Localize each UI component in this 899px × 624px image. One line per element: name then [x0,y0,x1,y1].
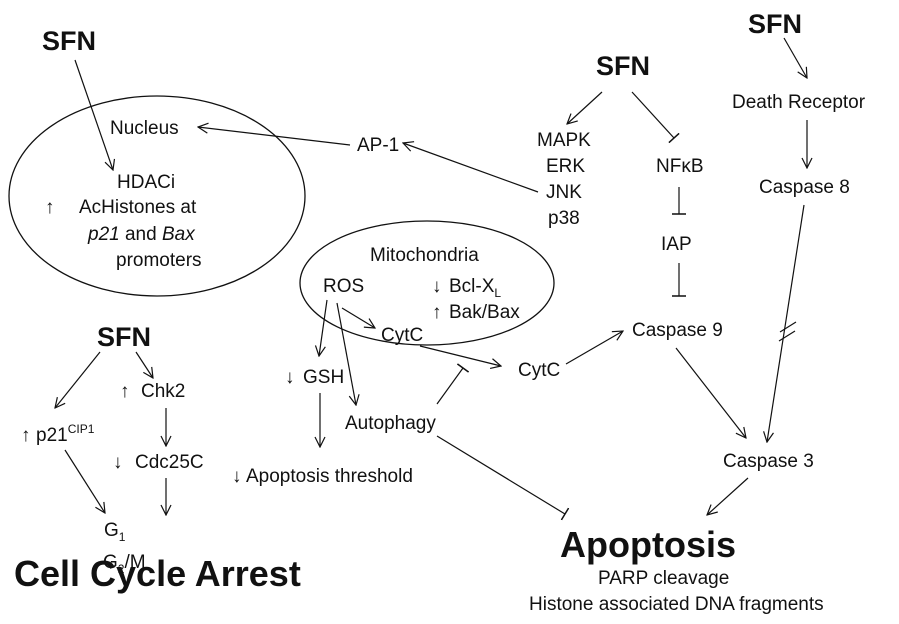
edge-sfn-to-chk2 [135,351,153,378]
edge-ap1-to-nucleus [198,127,351,146]
edge-sfn-to-p21 [55,351,101,408]
edge-sfn-to-hdaci [74,59,113,170]
parp-cleavage-label: PARP cleavage [598,568,729,589]
ros-label: ROS [323,276,364,297]
p21-cip1-label: p21CIP1 [36,422,95,446]
edge-ros-to-autophagy [336,302,356,405]
nucleus-label: Nucleus [110,118,179,139]
p21-bax-label: p21 and Bax [87,224,196,245]
cell-cycle-arrest-label: Cell Cycle Arrest [14,553,301,594]
p38-label: p38 [548,208,580,229]
edge-ros-to-cytc [341,307,375,328]
death-receptor-label: Death Receptor [732,92,866,113]
edge-cytc-to-caspase9 [565,331,623,365]
up-arrow-achistones: ↑ [45,197,55,218]
gsh-label: GSH [303,367,344,388]
achistones-label: AcHistones at [79,197,197,218]
caspase8-label: Caspase 8 [759,177,850,198]
g2m-label: G2/M [103,552,146,576]
mapk-label: MAPK [537,130,591,151]
chk2-label: Chk2 [141,381,185,402]
up-arrow-bak: ↑ [432,302,442,323]
mitochondria-label: Mitochondria [370,245,479,266]
edge-mapk-to-ap1 [403,143,539,193]
down-arrow-gsh: ↓ [285,367,295,388]
edge-sfn-inhibits-nfkb [631,91,680,144]
autophagy-label: Autophagy [345,413,436,434]
edge-caspase9-to-caspase3 [675,347,746,438]
nfkb-label: NFκB [656,156,704,177]
up-arrow-p21: ↑ [21,425,31,446]
sfn-label-top-left: SFN [42,26,96,56]
apoptosis-label: Apoptosis [560,524,736,565]
sfn-label-top-right: SFN [748,9,802,39]
bcl-xl-label: Bcl-XL [449,276,501,300]
edge-caspase3-to-apoptosis [707,477,749,515]
up-arrow-chk2: ↑ [120,381,130,402]
edge-autophagy-inhibits-apoptosis [436,435,570,521]
down-arrow-cdc25c: ↓ [113,452,123,473]
jnk-label: JNK [546,182,582,203]
sfn-label-cell-cycle: SFN [97,322,151,352]
sfn-label-top-center: SFN [596,51,650,81]
erk-label: ERK [546,156,585,177]
ap1-label: AP-1 [357,135,399,156]
edge-autophagy-inhibits-cytc [436,363,470,405]
edge-cytc-inner-to-outer [419,345,501,366]
hdaci-label: HDACi [117,172,175,193]
promoters-label: promoters [116,250,202,271]
edge-caspase8-to-caspase3 [767,204,805,442]
g1-label: G1 [104,520,126,544]
break-mark-1 [779,321,797,333]
cytc-outer-label: CytC [518,360,560,381]
down-arrow-bcl: ↓ [432,276,442,297]
edge-p21-to-g1 [64,449,105,513]
cytc-inner-label: CytC [381,325,423,346]
cdc25c-label: Cdc25C [135,452,204,473]
edge-ros-to-gsh [319,299,328,356]
bak-bax-label: Bak/Bax [449,302,520,323]
edge-sfn-to-mapk [567,91,603,124]
down-arrow-threshold: ↓ [232,466,242,487]
caspase9-label: Caspase 9 [632,320,723,341]
edge-sfn-to-death-receptor [783,37,807,78]
nucleus-oval [8,95,306,297]
iap-label: IAP [661,234,692,255]
histone-dna-label: Histone associated DNA fragments [529,594,824,615]
break-mark-2 [778,330,796,342]
mitochondria-oval [299,220,555,346]
caspase3-label: Caspase 3 [723,451,814,472]
apoptosis-threshold-label: Apoptosis threshold [246,466,413,487]
